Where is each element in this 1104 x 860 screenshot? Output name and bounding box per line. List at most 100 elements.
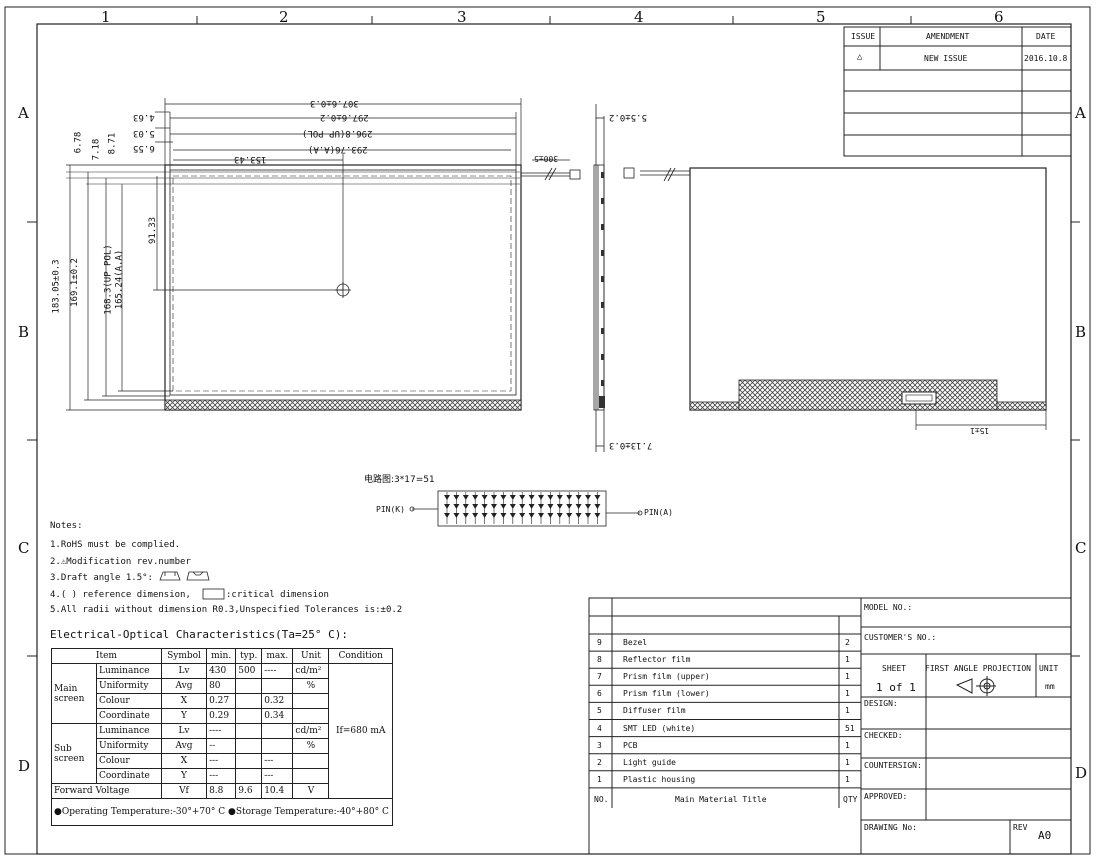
zone-row-d: D: [18, 757, 31, 775]
eo-sub-r0-c2: ----: [206, 723, 237, 739]
led-array-icon: [444, 492, 601, 524]
bom-row-qty: 1: [845, 740, 850, 750]
bom-row-title: SMT LED (white): [623, 723, 696, 733]
warning-triangle-icon: △: [857, 52, 863, 62]
zone-row-d-right: D: [1075, 764, 1088, 782]
bom-row-no: 2: [597, 757, 602, 767]
eo-head-typ: typ.: [235, 648, 263, 664]
note-1: 1.RoHS must be complied.: [50, 540, 181, 550]
dim-offset-left-3: 8.71: [107, 132, 118, 155]
eo-head-min: min.: [206, 648, 237, 664]
dim-cable-length: 300±5: [534, 154, 559, 163]
note-4: 4.( ) reference dimension,: [50, 590, 191, 600]
eo-sub-label: Sub screen: [51, 723, 97, 784]
dim-thickness-max: 5.5±0.2: [609, 112, 647, 122]
eo-sub-r2-c1: X: [160, 753, 208, 769]
bom-row-title: Bezel: [623, 638, 648, 647]
rev-header-issue: ISSUE: [851, 32, 876, 41]
bom-footer-title: Main Material Title: [675, 795, 767, 804]
eo-main-r0-c1: Lv: [160, 663, 208, 679]
bom-row-title: Prism film (upper): [623, 672, 710, 682]
note-2: 2.⚠Modification rev.number: [50, 557, 191, 567]
eo-forward-min: 8.8: [206, 783, 237, 799]
eo-main-r1-c4: [261, 678, 294, 694]
zone-row-a: A: [18, 104, 29, 122]
eo-sub-r1-c3: [235, 738, 263, 754]
dim-center-v: 91.33: [148, 216, 159, 245]
eo-main-r0-c2: 430: [206, 663, 237, 679]
eo-head-max: max.: [261, 648, 294, 664]
zone-col-4: 4: [634, 8, 644, 26]
eo-main-r2-c3: [235, 693, 263, 709]
rev-header-date: DATE: [1036, 32, 1056, 41]
dim-aa-width: 293.76(A.A): [308, 144, 368, 154]
eo-main-r0-c0: Luminance: [96, 663, 162, 679]
eo-sub-r3-c1: Y: [160, 768, 208, 784]
eo-sub-r1-c5: %: [292, 738, 330, 754]
eo-main-r0-c5: cd/m²: [292, 663, 330, 679]
eo-main-r3-c2: 0.29: [206, 708, 237, 724]
checked-label: CHECKED:: [864, 731, 903, 740]
eo-main-r3-c3: [235, 708, 263, 724]
eo-main-r0-c3: 500: [235, 663, 263, 679]
bom-row-no: 7: [597, 672, 602, 682]
eo-sub-r1-c4: [261, 738, 294, 754]
notes-title: Notes:: [50, 521, 83, 531]
eo-sub-r1-c1: Avg: [160, 738, 208, 754]
zone-row-b: B: [18, 323, 30, 341]
eo-forward-typ: 9.6: [235, 783, 263, 799]
eo-sub-r2-c2: ---: [206, 753, 237, 769]
bom-row-no: 6: [597, 689, 602, 699]
eo-sub-r0-c3: [235, 723, 263, 739]
bom-row-qty: 1: [845, 655, 850, 665]
pin-k-label: PIN(K): [376, 505, 405, 514]
eo-main-r1-c5: %: [292, 678, 330, 694]
dim-pol-width: 296.8(UP POL): [302, 128, 373, 138]
eo-sub-r0-c5: cd/m²: [292, 723, 330, 739]
eo-main-r2-c2: 0.27: [206, 693, 237, 709]
bom-row-title: Reflector film: [623, 655, 691, 665]
unit-value: mm: [1045, 682, 1055, 691]
eo-main-r3-c4: 0.34: [261, 708, 294, 724]
bom-footer-qty: QTY: [843, 795, 858, 804]
eo-main-r2-c4: 0.32: [261, 693, 294, 709]
circuit-title: 电路图:3*17=51: [364, 475, 435, 485]
bom-row-qty: 1: [845, 689, 850, 699]
bom-row-no: 1: [597, 774, 602, 784]
dim-offset-2: 5.03: [133, 128, 155, 138]
eo-title: Electrical-Optical Characteristics(Ta=25…: [50, 628, 349, 641]
bom-row-title: Diffuser film: [623, 706, 686, 716]
eo-main-r2-c0: Colour: [96, 693, 162, 709]
eo-main-label: Main screen: [51, 663, 97, 724]
design-label: DESIGN:: [864, 699, 898, 708]
rev-header-amendment: AMENDMENT: [926, 32, 970, 41]
bom-row-qty: 1: [845, 672, 850, 682]
zone-col-1: 1: [101, 8, 111, 26]
bom-row-no: 5: [597, 706, 602, 716]
note-5: 5.All radii without dimension R0.3,Unspe…: [50, 605, 403, 615]
eo-sub-r3-c0: Coordinate: [96, 768, 162, 784]
eo-head-symbol: Symbol: [160, 648, 208, 664]
bom-row-no: 8: [597, 655, 602, 665]
dim-outline-width: 297.6±0.2: [320, 112, 369, 122]
eo-main-r1-c3: [235, 678, 263, 694]
eo-head-unit: Unit: [292, 648, 330, 664]
eo-condition: If=680 mA: [328, 663, 393, 799]
eo-main-r0-c4: ----: [261, 663, 294, 679]
dim-offset-1: 4.63: [133, 112, 155, 122]
dim-pol-height: 168.3(UP POL): [103, 244, 114, 315]
eo-sub-r0-c0: Luminance: [96, 723, 162, 739]
eo-sub-r3-c2: ---: [206, 768, 237, 784]
bom-row-qty: 1: [845, 774, 850, 784]
bom-footer-no: NO.: [594, 795, 609, 804]
dim-connector: 15±1: [970, 426, 990, 435]
dim-bezel-width: 307.6±0.3: [310, 98, 359, 108]
eo-main-r2-c5: [292, 693, 330, 709]
sheet-value: 1 of 1: [876, 681, 916, 694]
bom-row-qty: 1: [845, 757, 850, 767]
eo-main-r3-c0: Coordinate: [96, 708, 162, 724]
zone-col-2: 2: [279, 8, 289, 26]
drawing-no-label: DRAWING No:: [864, 823, 917, 832]
eo-forward-max: 10.4: [261, 783, 294, 799]
